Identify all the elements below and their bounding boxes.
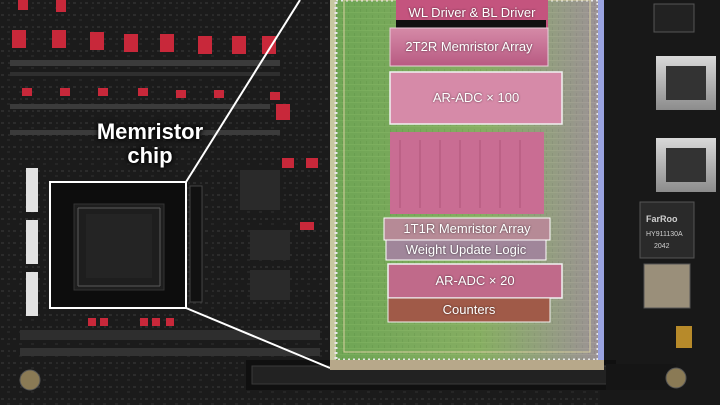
weight-update-block <box>385 239 547 261</box>
adc-100-block <box>389 71 563 125</box>
counters-block <box>387 297 551 323</box>
rj45-jack <box>643 263 691 309</box>
adc-20-block <box>387 263 563 299</box>
memristor-chip-package <box>49 181 203 309</box>
chip-highlight-box <box>49 181 187 309</box>
transformer-marking: FarRoo HY911130A 2042 <box>646 214 683 250</box>
chip-label-line1: Memristor <box>96 119 204 144</box>
mounting-screw-right <box>665 367 687 389</box>
marking-brand: FarRoo <box>646 214 678 224</box>
core-array-block <box>390 132 544 214</box>
marking-date: 2042 <box>654 243 670 250</box>
callout-lines <box>185 0 331 369</box>
chip-label-line2: chip <box>127 143 173 168</box>
array-2t2r-block <box>389 27 549 67</box>
smd-components <box>10 60 320 356</box>
red-connectors <box>12 0 318 326</box>
array-1t1r-label: 1T1R Memristor Array <box>403 221 531 236</box>
rj-transformer <box>639 201 695 259</box>
wl-bl-driver-label: WL Driver & BL Driver <box>408 5 536 20</box>
adc-20-label: AR-ADC × 20 <box>435 273 515 288</box>
mounting-screw-left <box>19 369 41 391</box>
die-blocks <box>383 0 563 323</box>
array-2t2r-label: 2T2R Memristor Array <box>405 39 533 54</box>
marking-model: HY911130A <box>646 231 683 238</box>
barrel-jack <box>676 326 692 348</box>
right-ports <box>639 3 716 348</box>
adc-100-label: AR-ADC × 100 <box>432 90 520 105</box>
left-connectors <box>26 168 38 316</box>
weight-update-label: Weight Update Logic <box>405 242 527 257</box>
counters-label: Counters <box>442 302 496 317</box>
